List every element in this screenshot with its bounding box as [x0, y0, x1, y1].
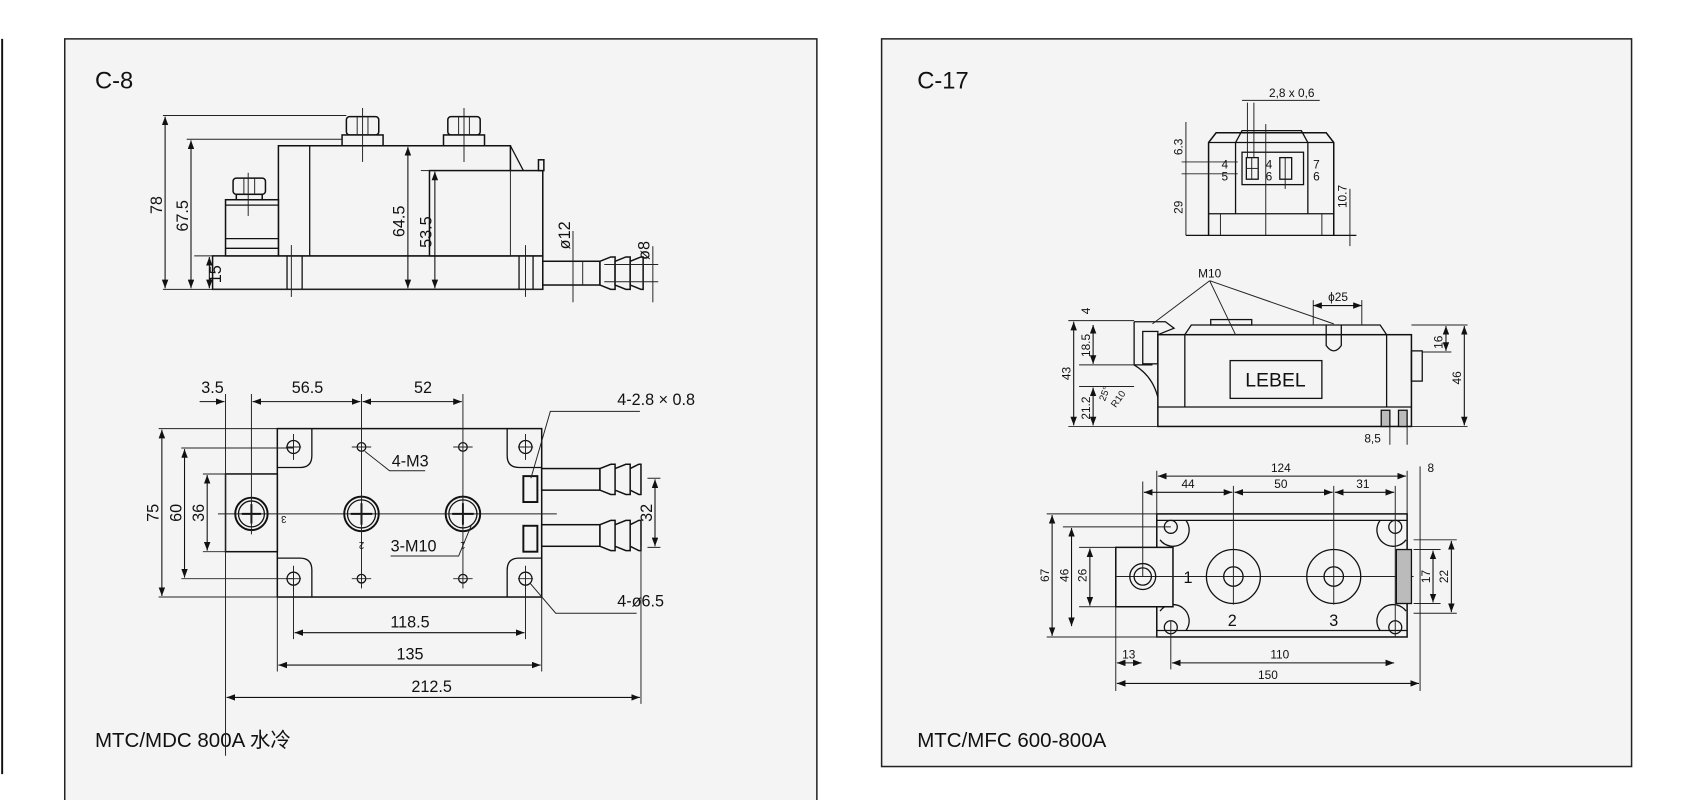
dim-17: 17	[1419, 570, 1433, 583]
module-label: LEBEL	[1245, 370, 1306, 392]
nut-icon	[232, 177, 267, 201]
dim-53-5: 53.5	[418, 216, 436, 248]
dim-10-7: 10.7	[1336, 185, 1350, 208]
dim-4: 4	[1079, 307, 1093, 314]
panel-title: C-8	[95, 69, 133, 95]
panel-caption: MTC/MDC 800A 水冷	[95, 729, 291, 752]
dim-67: 67	[1038, 569, 1052, 582]
left-terminal-block	[1115, 546, 1174, 608]
dim-46: 46	[1450, 371, 1464, 385]
dim-8: 8	[1428, 461, 1435, 475]
dim-13: 13	[1122, 648, 1136, 662]
terminal-label-2: 2	[1228, 612, 1237, 630]
dim-46: 46	[1057, 568, 1071, 582]
terminal-label-3: 3	[281, 513, 286, 524]
dim-d25: ϕ25	[1328, 290, 1348, 304]
dim-50: 50	[1274, 477, 1288, 491]
dim-56-5: 56.5	[292, 379, 324, 397]
pin-label: 6	[1313, 169, 1320, 183]
callout-m10: M10	[1198, 266, 1221, 280]
pin-connector	[522, 524, 539, 553]
pin-connector	[522, 475, 539, 503]
coolant-tube	[540, 463, 642, 552]
dim-64-5: 64.5	[391, 206, 409, 238]
panel-title: C-17	[917, 69, 968, 95]
dim-3-5: 3.5	[201, 379, 224, 397]
right-block	[428, 169, 544, 257]
dim-21-2: 21.2	[1079, 397, 1093, 420]
terminal-label-3: 3	[1329, 612, 1338, 630]
dim-75: 75	[145, 504, 163, 522]
callout-4-m3: 4-M3	[392, 452, 429, 470]
dim-43: 43	[1059, 367, 1073, 381]
pin-label: 6	[1266, 169, 1273, 183]
panel-c17: C-17 MTC/MFC 600-800A 2,8 x 0,6 4 5 4 6 …	[880, 38, 1633, 768]
module-body	[276, 427, 543, 598]
panel-caption: MTC/MFC 600-800A	[917, 729, 1106, 752]
pin-label: 7	[1313, 157, 1320, 171]
dim-150: 150	[1258, 668, 1278, 682]
dim-15: 15	[207, 265, 225, 283]
dim-78: 78	[148, 196, 166, 214]
dim-67-5: 67.5	[174, 200, 192, 232]
callout-pins: 4-2.8 × 0.8	[617, 391, 695, 409]
module-body	[1157, 333, 1413, 428]
label-box	[1229, 359, 1323, 400]
dim-212-5: 212.5	[411, 678, 452, 696]
dim-6-3: 6.3	[1172, 138, 1186, 155]
base-plate	[211, 255, 544, 291]
pin-window	[1241, 151, 1305, 186]
dim-29: 29	[1172, 200, 1186, 214]
dim-44: 44	[1181, 477, 1195, 491]
dim-60: 60	[167, 504, 185, 522]
dim-d12: ø12	[556, 221, 574, 249]
callout-holes: 4-ø6.5	[617, 593, 664, 611]
dim-36: 36	[190, 504, 208, 522]
dim-110: 110	[1270, 648, 1289, 662]
side-view: 78 67.5 15 64.5 53.5 ø12 ø8	[148, 107, 659, 303]
dim-118-5: 118.5	[390, 613, 429, 631]
pin-label: 4	[1266, 157, 1273, 171]
plan-view: 124 8 44 50 31 67 46 26 17 22 13 110 150…	[1038, 461, 1457, 691]
dim-31: 31	[1356, 477, 1370, 491]
dim-124: 124	[1271, 461, 1291, 475]
module-body	[1156, 513, 1408, 638]
plan-view: 3 2 1 3.5 56.5 52 75 60 36 32 118.5 135 …	[145, 379, 695, 756]
panel-c8: C-8 MTC/MDC 800A 水冷	[63, 38, 818, 800]
pin-label: 4	[1221, 157, 1228, 171]
dim-32: 32	[638, 504, 656, 522]
coolant-tube	[542, 256, 644, 291]
terminal-label-1: 1	[1184, 569, 1193, 587]
dim-d8: ø8	[636, 241, 654, 260]
dim-26: 26	[1076, 568, 1090, 582]
callout-3-m10: 3-M10	[391, 538, 437, 556]
end-view: 2,8 x 0,6 4 5 4 6 7 6 6.3 29 10.7	[1172, 86, 1357, 247]
dim-pin-size: 2,8 x 0,6	[1269, 86, 1315, 100]
terminal-label-2: 2	[359, 539, 364, 550]
pin-connector	[1395, 548, 1413, 605]
dim-18-5: 18.5	[1079, 334, 1093, 357]
dim-135: 135	[397, 646, 424, 664]
dim-8-5: 8,5	[1364, 432, 1381, 446]
dim-52: 52	[414, 379, 432, 397]
left-terminal-block	[224, 198, 280, 257]
dim-angle: 25°	[1097, 385, 1112, 403]
pin-label: 5	[1221, 169, 1228, 183]
dim-16: 16	[1432, 335, 1446, 349]
dim-22: 22	[1437, 570, 1451, 583]
